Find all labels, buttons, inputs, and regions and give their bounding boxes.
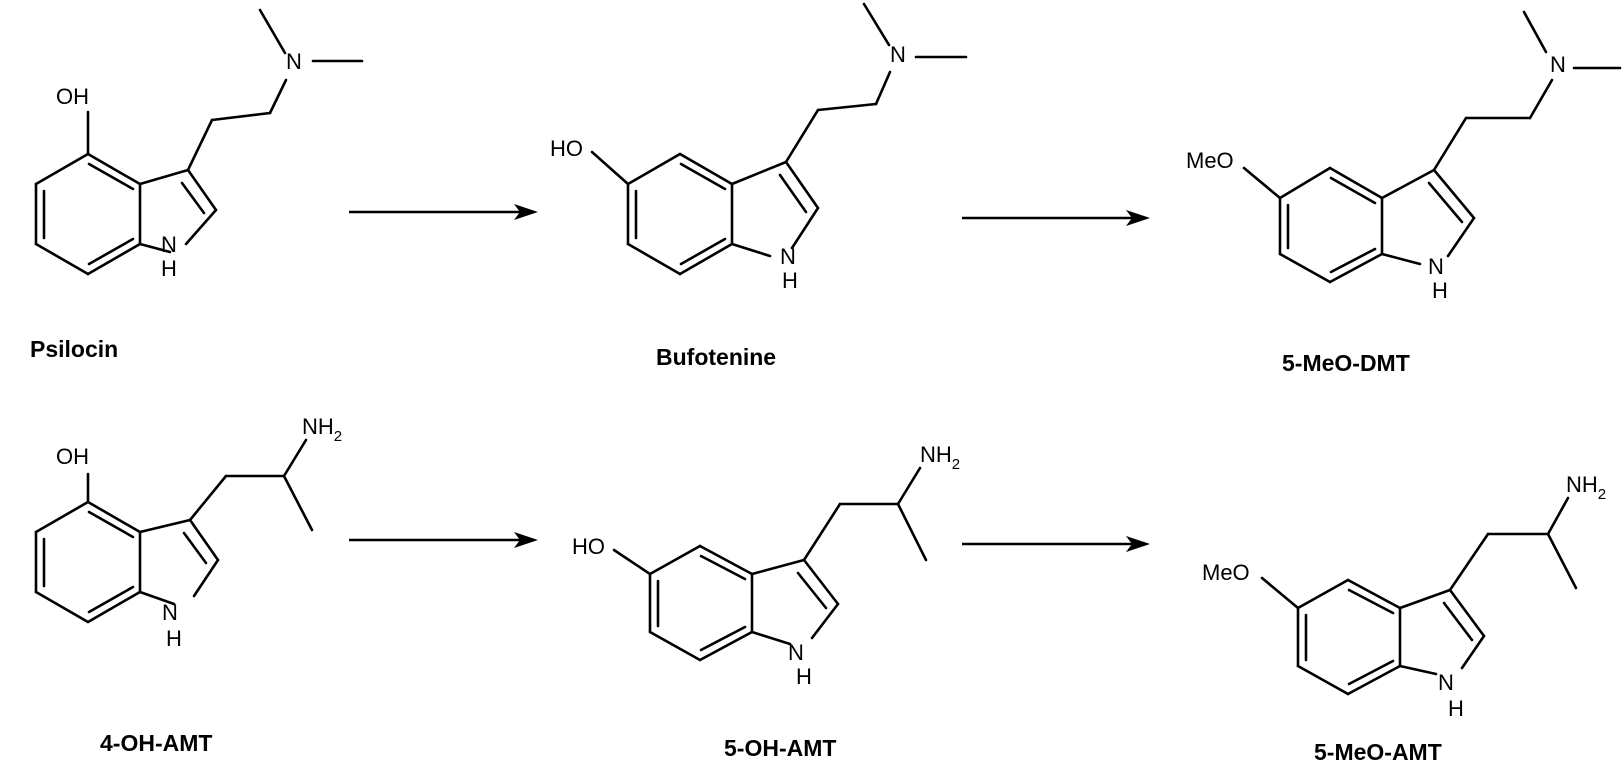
- molecule-5-meo-amt: MeO NH2 N H 5-MeO-AMT: [1202, 472, 1606, 764]
- indole-n-label: N: [780, 244, 796, 269]
- molecule-name: 5-MeO-AMT: [1314, 739, 1442, 764]
- molecule-name: 4-OH-AMT: [100, 730, 212, 756]
- bonds: [612, 466, 928, 662]
- indole-h-label: H: [782, 268, 798, 293]
- indole-n-label: N: [788, 640, 804, 665]
- amine-subscript: 2: [1598, 486, 1606, 503]
- molecule-name: 5-MeO-DMT: [1282, 350, 1410, 376]
- molecule-name: 5-OH-AMT: [724, 735, 836, 761]
- amine-label: NH2: [302, 414, 342, 445]
- amine-subscript: 2: [334, 428, 342, 445]
- reaction-arrow-3: [349, 532, 538, 548]
- bonds: [590, 2, 968, 276]
- indole-h-label: H: [166, 626, 182, 651]
- molecule-4-oh-amt: OH NH2 N H 4-OH-AMT: [34, 414, 342, 756]
- molecule-name: Bufotenine: [656, 344, 776, 370]
- indole-h-label: H: [161, 256, 177, 281]
- molecule-psilocin: OH N N H Psilocin: [30, 8, 364, 362]
- amine-label: NH2: [920, 442, 960, 473]
- molecule-5-oh-amt: HO NH2 N H 5-OH-AMT: [572, 442, 960, 761]
- substituent-label: OH: [56, 444, 89, 469]
- molecule-bufotenine: HO N N H Bufotenine: [550, 2, 968, 370]
- reaction-arrow-4: [962, 536, 1150, 552]
- amine-n-label: N: [890, 42, 906, 67]
- amine-nh: NH: [920, 442, 952, 467]
- indole-n-label: N: [1428, 254, 1444, 279]
- indole-n-label: N: [161, 232, 177, 257]
- amine-n-label: N: [1550, 52, 1566, 77]
- bonds: [1260, 496, 1578, 696]
- indole-n-label: N: [162, 600, 178, 625]
- indole-h-label: H: [1448, 696, 1464, 721]
- amine-nh: NH: [302, 414, 334, 439]
- bonds: [34, 8, 364, 276]
- amine-nh: NH: [1566, 472, 1598, 497]
- indole-h-label: H: [796, 664, 812, 689]
- molecule-name: Psilocin: [30, 336, 118, 362]
- substituent-label: HO: [550, 136, 583, 161]
- indole-n-label: N: [1438, 670, 1454, 695]
- substituent-label: OH: [56, 84, 89, 109]
- reaction-arrow-2: [962, 210, 1150, 226]
- substituent-label: HO: [572, 534, 605, 559]
- amine-n-label: N: [286, 49, 302, 74]
- bonds: [1242, 10, 1622, 284]
- amine-label: NH2: [1566, 472, 1606, 503]
- substituent-label: MeO: [1202, 560, 1250, 585]
- molecule-5-meo-dmt: MeO N N H 5-MeO-DMT: [1186, 10, 1622, 376]
- amine-subscript: 2: [952, 456, 960, 473]
- bonds: [34, 438, 314, 624]
- reaction-arrow-1: [349, 204, 538, 220]
- indole-h-label: H: [1432, 278, 1448, 303]
- substituent-label: MeO: [1186, 148, 1234, 173]
